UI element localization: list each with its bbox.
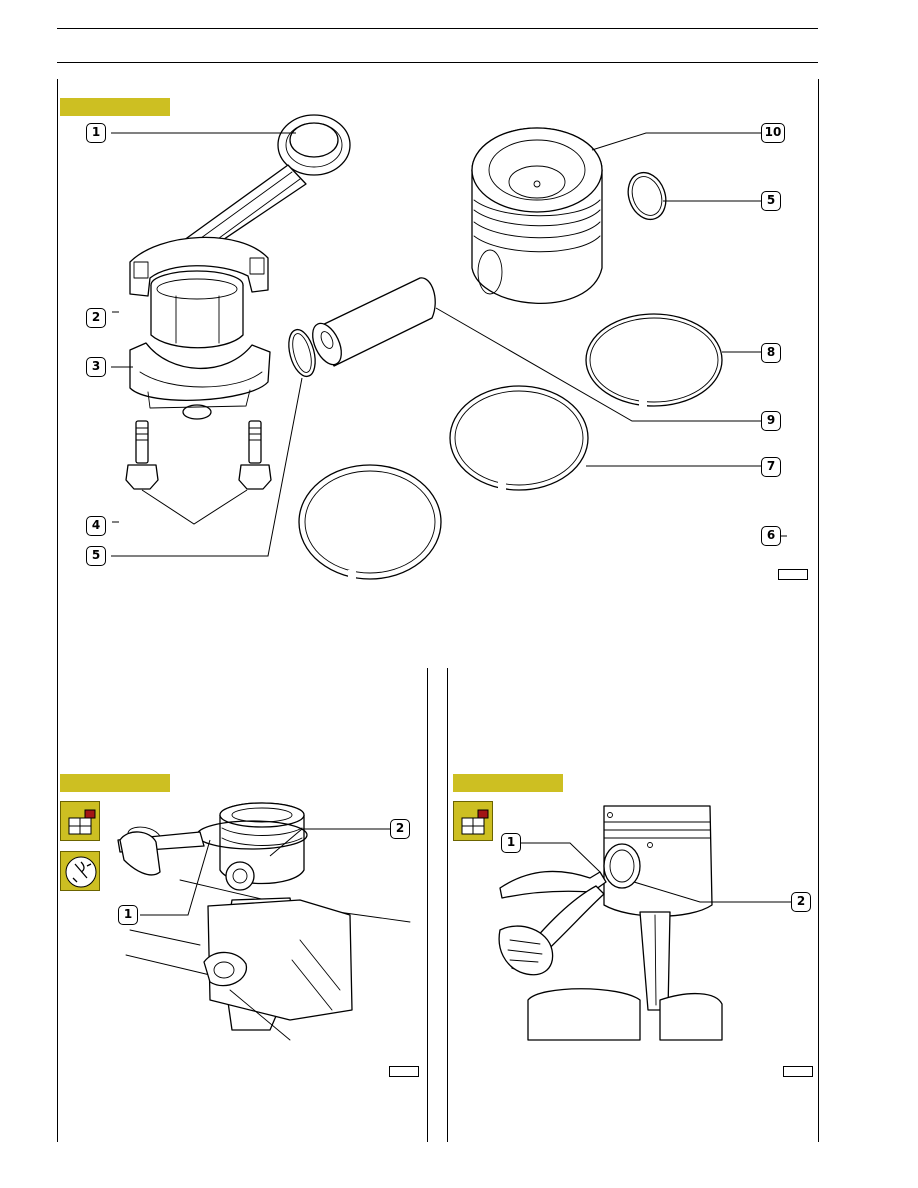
figure1-callout-6: 6 xyxy=(761,526,781,546)
cap-bolts-drawing xyxy=(125,420,272,525)
gudgeon-pin-drawing xyxy=(312,277,436,367)
header-rule-bottom xyxy=(57,62,818,63)
figure1-callout-2: 2 xyxy=(86,308,106,328)
snap-ring-right-drawing xyxy=(627,171,667,221)
figure1-caption-bar xyxy=(60,98,170,116)
figure3-callout-2: 2 xyxy=(791,892,811,912)
figure1-callout-9: 9 xyxy=(761,411,781,431)
figure3-reference-tag xyxy=(783,1066,813,1077)
figure3-callout-1: 1 xyxy=(501,833,521,853)
tool-spanner-icon xyxy=(60,851,100,891)
bearing-shell-drawing xyxy=(150,270,244,349)
page-border-left xyxy=(57,79,58,1142)
piston-ring-7-drawing xyxy=(449,385,589,494)
part-layout-icon xyxy=(453,801,493,841)
figure1-callout-1: 1 xyxy=(86,123,106,143)
connecting-rod-drawing xyxy=(129,114,351,297)
rod-cap-drawing xyxy=(129,342,271,420)
figure1-callout-3: 3 xyxy=(86,357,106,377)
figure3-caption-bar xyxy=(453,774,563,792)
header-rule-top xyxy=(57,28,818,29)
figure2-reference-tag xyxy=(389,1066,419,1077)
figure2-caption-bar xyxy=(60,774,170,792)
figure2-callout-2: 2 xyxy=(390,819,410,839)
figure1-reference-tag xyxy=(778,569,808,580)
figure2-callout-1: 1 xyxy=(118,905,138,925)
piston-ring-6-drawing xyxy=(298,464,442,584)
figure1-callout-10: 10 xyxy=(761,123,785,143)
figure1-callout-5-left: 5 xyxy=(86,546,106,566)
figure1-callout-5-right: 5 xyxy=(761,191,781,211)
snap-ring-left-drawing xyxy=(288,328,316,378)
piston-drawing xyxy=(471,127,603,304)
part-layout-icon xyxy=(60,801,100,841)
page-border-right xyxy=(818,79,819,1142)
figure1-callout-7: 7 xyxy=(761,457,781,477)
figure1-callout-4: 4 xyxy=(86,516,106,536)
piston-ring-8-drawing xyxy=(585,313,723,410)
column-divider-right xyxy=(447,668,448,1142)
column-divider-left xyxy=(427,668,428,1142)
figure1-callout-8: 8 xyxy=(761,343,781,363)
